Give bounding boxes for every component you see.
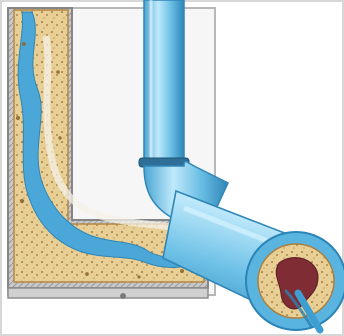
clean-vertical-pipe	[144, 0, 184, 166]
pipe-cross-section	[246, 232, 344, 330]
